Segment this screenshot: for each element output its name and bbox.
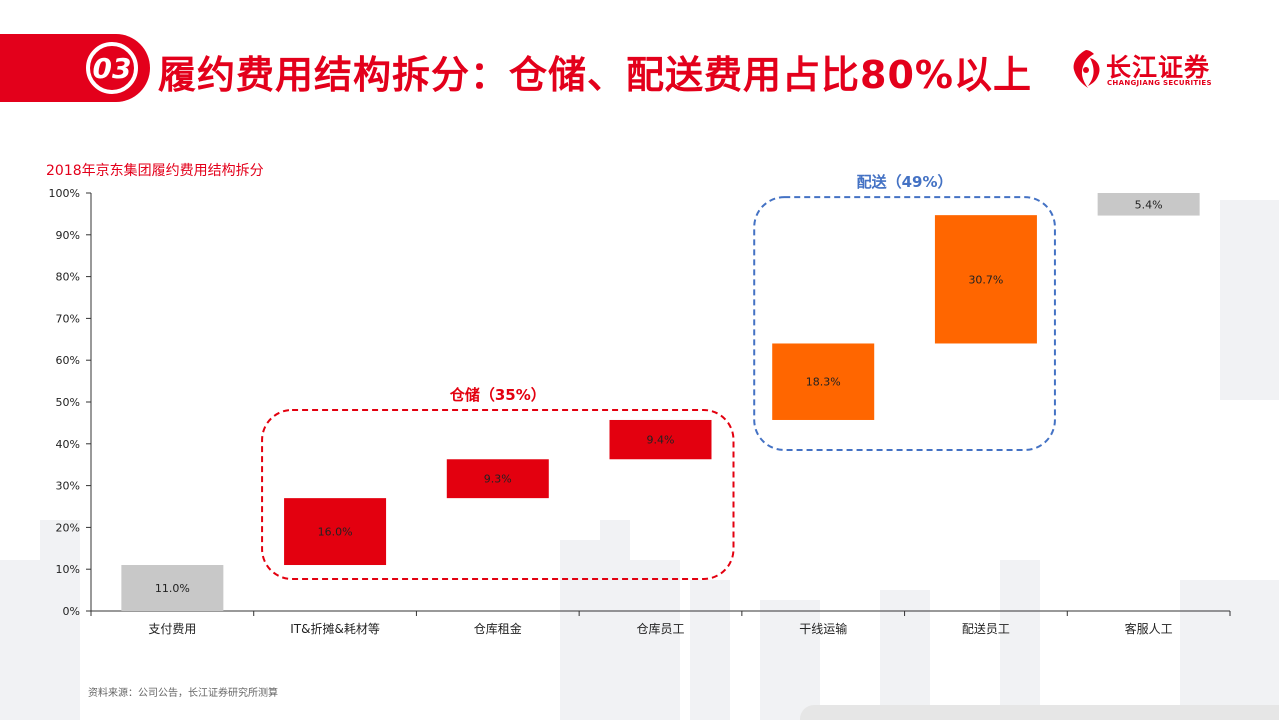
x-category-label: 支付费用 (148, 622, 196, 636)
x-category-label: 仓库租金 (474, 621, 522, 636)
y-tick-label: 80% (56, 271, 80, 284)
bar-2 (284, 498, 387, 566)
x-category-label: 干线运输 (799, 621, 847, 636)
bar-5 (772, 343, 875, 420)
storage-group-label: 仓储（35%） (449, 386, 546, 404)
logo-icon (1073, 50, 1100, 88)
bar-value-label: 16.0% (318, 526, 353, 539)
page-title: 履约费用结构拆分：仓储、配送费用占比80%以上 (158, 53, 1032, 97)
delivery-group-label: 配送（49%） (857, 173, 953, 191)
y-tick-label: 60% (56, 354, 80, 367)
source-note: 资料来源：公司公告，长江证券研究所测算 (88, 688, 278, 699)
company-logo: 长江证券 CHANGJIANG SECURITIES (1068, 48, 1236, 94)
storage-group-box (261, 408, 735, 581)
x-category-label: 客服人工 (1125, 621, 1173, 636)
logo-name: 长江证券 (1106, 53, 1211, 82)
bar-value-label: 5.4% (1135, 198, 1163, 211)
bar-value-label: 30.7% (968, 273, 1003, 286)
x-category-label: 配送员工 (962, 621, 1010, 636)
x-category-label: 仓库员工 (636, 621, 684, 636)
bar-4 (609, 419, 712, 460)
bar-value-label: 18.3% (806, 376, 841, 389)
x-category-label: IT&折摊&耗材等 (290, 621, 380, 636)
y-tick-label: 90% (56, 229, 80, 242)
bar-1 (121, 565, 224, 611)
bottom-decoration (800, 705, 1279, 720)
y-tick-label: 30% (56, 480, 80, 493)
y-tick-label: 10% (56, 563, 80, 576)
bar-6 (934, 215, 1037, 344)
delivery-group-box (753, 196, 1056, 451)
bar-3 (446, 459, 549, 499)
bar-value-label: 9.3% (484, 473, 512, 486)
bar-value-label: 11.0% (155, 582, 190, 595)
y-tick-label: 0% (63, 605, 80, 618)
y-tick-label: 70% (56, 312, 80, 325)
chart-title: 2018年京东集团履约费用结构拆分 (46, 163, 264, 179)
section-number-badge: 03 (86, 42, 138, 94)
logo-subtitle: CHANGJIANG SECURITIES (1107, 79, 1212, 87)
bar-value-label: 9.4% (647, 434, 675, 447)
bar-7 (1097, 193, 1200, 216)
y-tick-label: 50% (56, 396, 80, 409)
y-tick-label: 20% (56, 521, 80, 534)
y-tick-label: 100% (49, 187, 80, 200)
y-tick-label: 40% (56, 438, 80, 451)
